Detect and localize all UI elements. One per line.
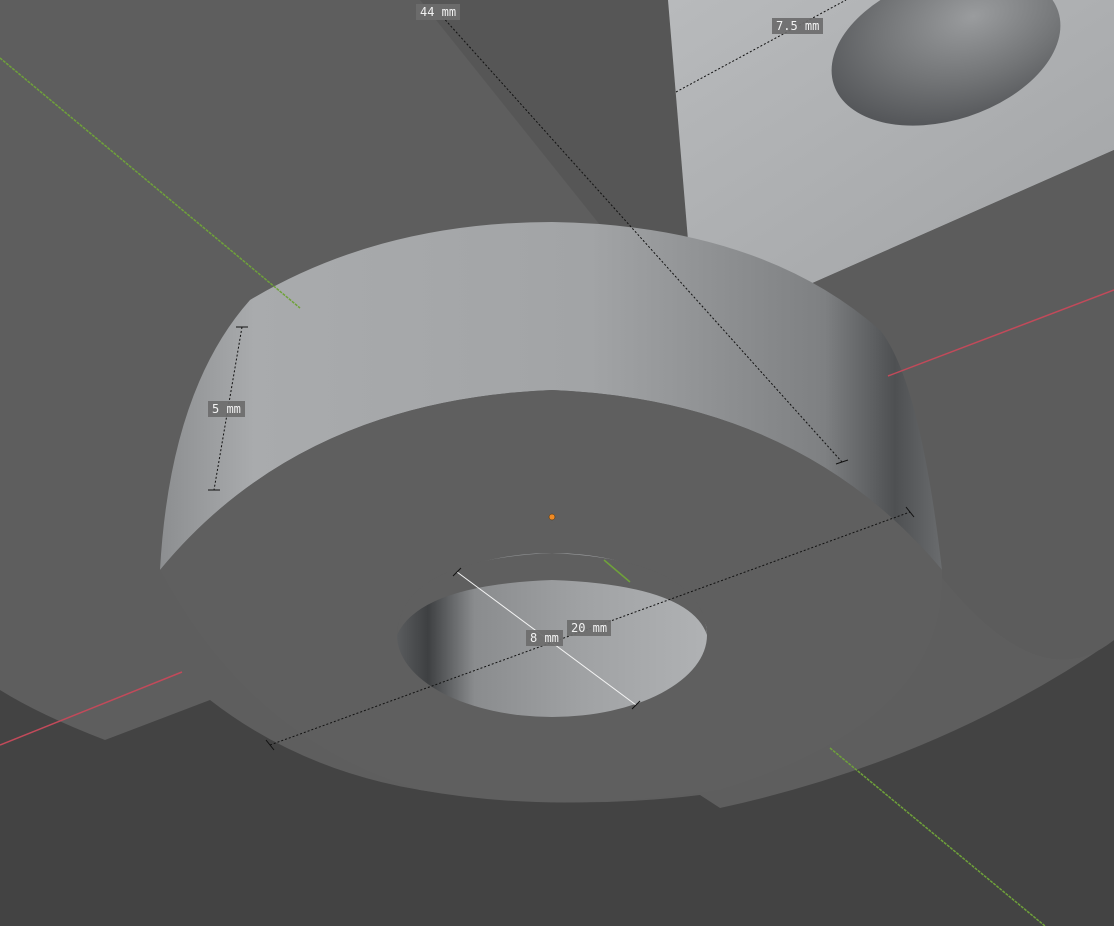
center-point-marker[interactable] [548, 513, 556, 521]
x-axis-line [887, 289, 1114, 377]
dimension-label-8[interactable]: 8 mm [526, 630, 563, 646]
plate-right-region [808, 150, 1114, 660]
x-axis-line-lower [0, 671, 183, 746]
dim-line-7-5 [675, 0, 847, 93]
boss-side-wall [160, 222, 942, 570]
y-axis-line [0, 57, 301, 309]
dim-line-20-tick-a [265, 739, 275, 751]
dimension-label-7-5[interactable]: 7.5 mm [772, 18, 824, 34]
dim-line-44 [439, 13, 843, 463]
tab-hole [831, 0, 1061, 126]
y-axis-line-lower [829, 747, 1046, 926]
dim-line-20-tick-b [905, 506, 915, 518]
dim-line-5 [213, 326, 243, 491]
dim-line-8-tick-a [452, 567, 462, 577]
center-hole-top-rim [397, 553, 707, 635]
y-axis-line-inner [603, 559, 631, 583]
plate-shadow-band [420, 0, 688, 240]
dimension-label-20[interactable]: 20 mm [567, 620, 612, 636]
dimension-label-5[interactable]: 5 mm [208, 401, 245, 417]
dimension-label-44[interactable]: 44 mm [416, 4, 461, 20]
dim-line-8-tick-b [631, 700, 641, 710]
dim-line-44-ext [835, 459, 849, 465]
